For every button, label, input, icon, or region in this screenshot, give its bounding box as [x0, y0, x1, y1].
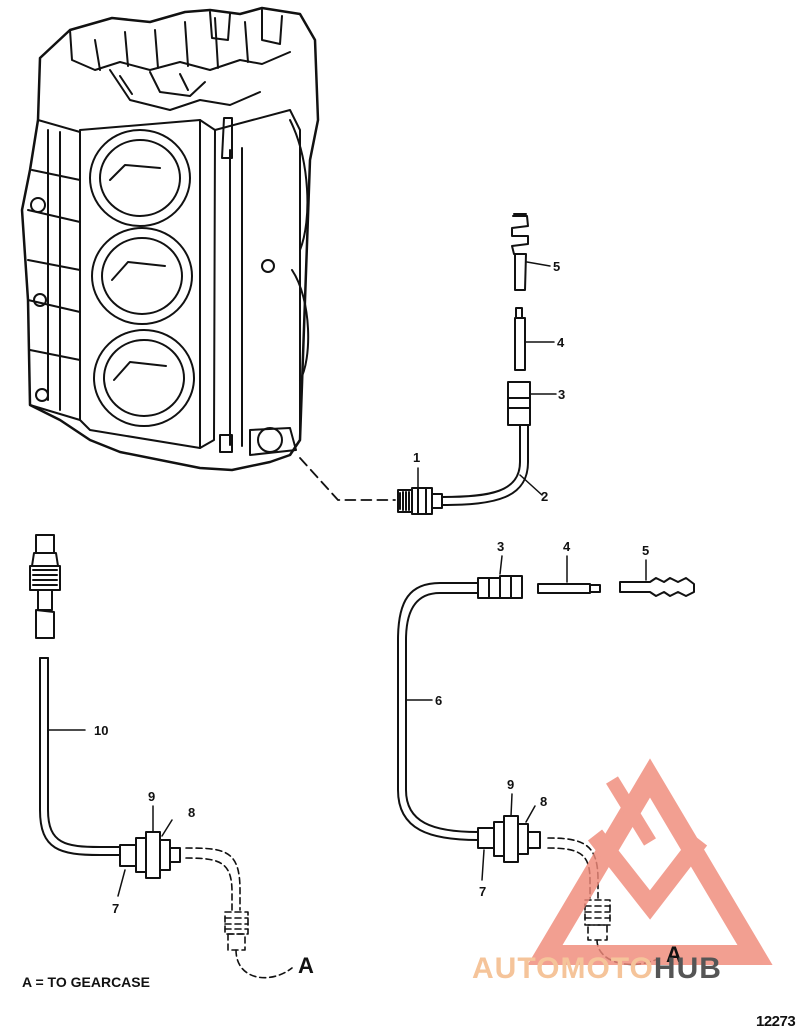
callout-5: 5: [553, 259, 561, 274]
callout-7-left: 7: [112, 901, 120, 916]
callout-a-right: A: [666, 942, 682, 967]
callout-7-right: 7: [479, 884, 487, 899]
watermark-text: AUTOMOTOHUB: [472, 954, 722, 984]
connection-leader: [299, 457, 396, 501]
callout-6: 6: [435, 693, 443, 708]
left-assembly: [29, 534, 293, 979]
watermark-text-part2: HUB: [653, 952, 722, 985]
legend-text: A = TO GEARCASE: [22, 974, 150, 990]
engine-block: [20, 6, 320, 472]
callout-3: 3: [558, 387, 566, 402]
callout-4-right: 4: [563, 539, 571, 554]
callout-8-right: 8: [540, 794, 548, 809]
watermark-text-part1: AUTOMOTO: [472, 952, 654, 985]
callout-5-right: 5: [642, 543, 650, 558]
callout-3-right: 3: [497, 539, 505, 554]
figure-number: 12273: [756, 1013, 796, 1030]
callout-9-right: 9: [507, 777, 515, 792]
callout-9-left: 9: [148, 789, 156, 804]
top-assembly: [397, 213, 557, 515]
callout-a-left: A: [298, 953, 314, 978]
callout-10: 10: [94, 723, 109, 738]
callout-4: 4: [557, 335, 565, 350]
triangle-m-logo: [527, 758, 773, 965]
callout-1: 1: [413, 450, 421, 465]
callout-8-left: 8: [188, 805, 196, 820]
callout-2: 2: [541, 489, 549, 504]
